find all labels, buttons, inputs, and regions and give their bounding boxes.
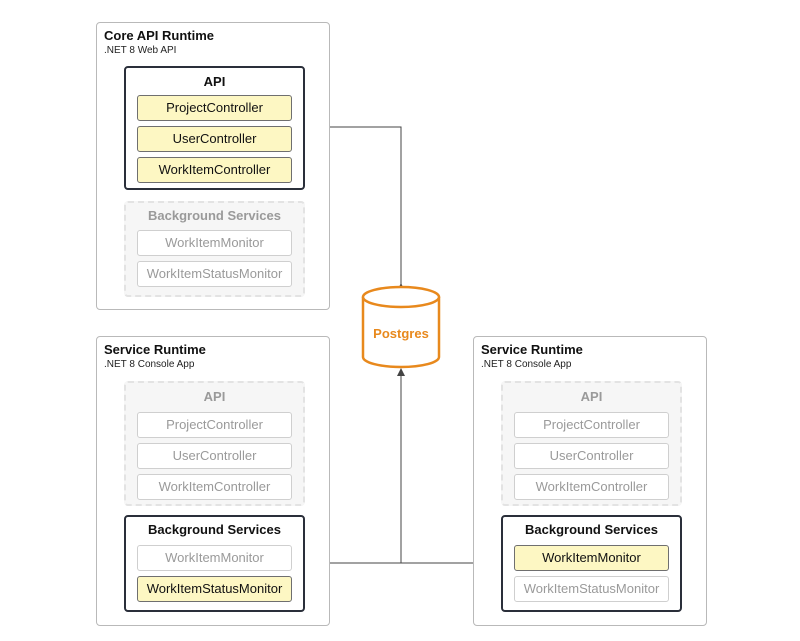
postgres-cylinder-icon	[361, 285, 441, 369]
workitem-monitor: WorkItemMonitor	[137, 230, 292, 256]
background-services-group: Background Services WorkItemMonitor Work…	[124, 515, 305, 612]
workitem-controller: WorkItemController	[514, 474, 669, 500]
workitem-monitor: WorkItemMonitor	[137, 545, 292, 571]
project-controller: ProjectController	[514, 412, 669, 438]
core-api-runtime: Core API Runtime .NET 8 Web API API Proj…	[96, 22, 330, 310]
runtime-subtitle: .NET 8 Web API	[104, 45, 177, 56]
service-runtime-left: Service Runtime .NET 8 Console App API P…	[96, 336, 330, 626]
workitem-status-monitor: WorkItemStatusMonitor	[137, 576, 292, 602]
user-controller: UserController	[514, 443, 669, 469]
service-runtime-right: Service Runtime .NET 8 Console App API P…	[473, 336, 707, 626]
core-to-postgres-arrow	[306, 123, 405, 291]
workitem-controller: WorkItemController	[137, 474, 292, 500]
runtime-subtitle: .NET 8 Console App	[104, 359, 195, 370]
api-group: API ProjectController UserController Wor…	[124, 381, 305, 506]
api-group-title: API	[203, 74, 226, 89]
runtime-title: Core API Runtime	[104, 28, 215, 43]
workitem-status-monitor: WorkItemStatusMonitor	[514, 576, 669, 602]
user-controller: UserController	[137, 126, 292, 152]
postgres-label: Postgres	[373, 326, 429, 341]
runtime-title: Service Runtime	[481, 342, 583, 357]
workitem-controller: WorkItemController	[137, 157, 292, 183]
project-controller: ProjectController	[137, 95, 292, 121]
api-group-title: API	[580, 389, 603, 404]
workitem-monitor: WorkItemMonitor	[514, 545, 669, 571]
api-group-title: API	[203, 389, 226, 404]
api-group: API ProjectController UserController Wor…	[124, 66, 305, 190]
background-services-title: Background Services	[525, 522, 658, 537]
runtime-subtitle: .NET 8 Console App	[481, 359, 572, 370]
runtime-title: Service Runtime	[104, 342, 206, 357]
background-services-group: Background Services WorkItemMonitor Work…	[124, 201, 305, 297]
background-services-group: Background Services WorkItemMonitor Work…	[501, 515, 682, 612]
api-group: API ProjectController UserController Wor…	[501, 381, 682, 506]
workitem-status-monitor: WorkItemStatusMonitor	[137, 261, 292, 287]
background-services-title: Background Services	[148, 522, 281, 537]
user-controller: UserController	[137, 443, 292, 469]
background-services-title: Background Services	[148, 208, 281, 223]
project-controller: ProjectController	[137, 412, 292, 438]
